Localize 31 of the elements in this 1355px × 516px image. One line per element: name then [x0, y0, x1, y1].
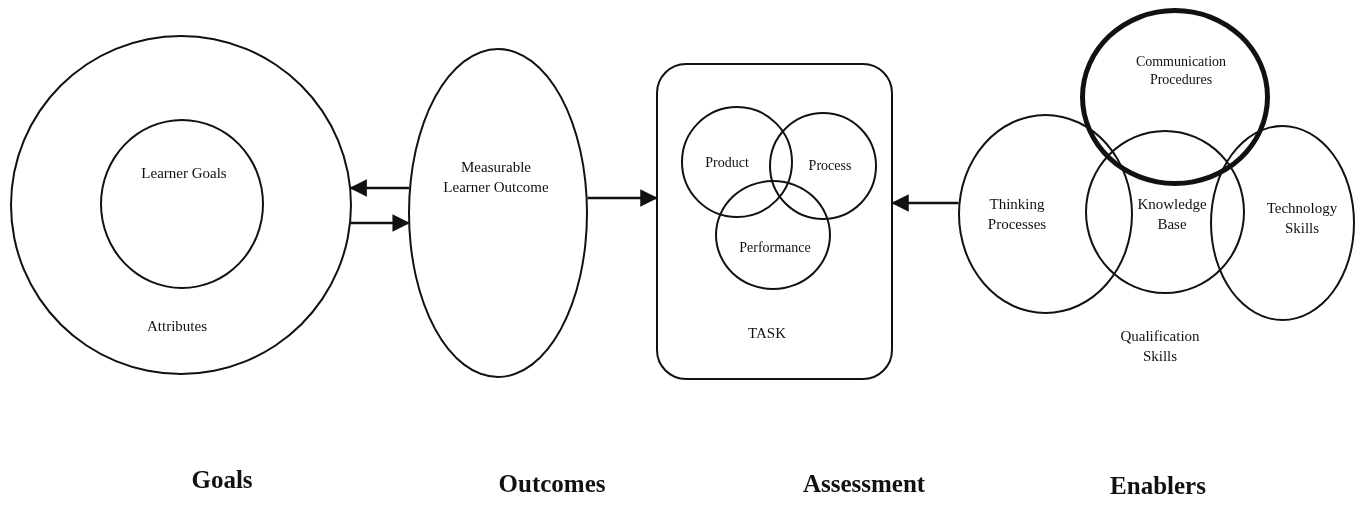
- label: Qualification Skills: [1119, 326, 1201, 365]
- node-label: Thinking Processes: [986, 194, 1048, 233]
- venn-circle: [958, 114, 1133, 314]
- venn-circle: [1085, 130, 1245, 294]
- node-label: Product: [704, 153, 750, 172]
- arrow: [891, 194, 959, 212]
- venn-circle: [681, 106, 793, 218]
- venn-circle: [715, 180, 831, 290]
- rounded-box: [656, 63, 893, 380]
- venn-circle: [769, 112, 877, 220]
- section-heading: Assessment: [802, 468, 926, 499]
- section-heading: Enablers: [1110, 470, 1206, 501]
- arrow: [349, 179, 410, 197]
- node-label: TASK: [747, 324, 787, 344]
- node-label: Communication Procedures: [1134, 52, 1228, 89]
- venn-circle: [1210, 125, 1355, 321]
- node-label: Attributes: [146, 317, 208, 337]
- venn-circle: [1080, 8, 1270, 186]
- outer-circle: [10, 35, 352, 375]
- arrow: [351, 214, 410, 232]
- ellipse: [408, 48, 588, 378]
- node-label: Performance: [738, 238, 812, 257]
- node-label: Knowledge Base: [1136, 194, 1208, 233]
- section-heading: Goals: [191, 464, 253, 495]
- node-label: Learner Goals: [140, 164, 228, 184]
- node-label: Measurable Learner Outcome: [442, 157, 550, 196]
- node-label: Technology Skills: [1265, 198, 1339, 237]
- arrow: [587, 189, 658, 207]
- inner-circle: [100, 119, 264, 289]
- section-heading: Outcomes: [498, 468, 606, 499]
- node-label: Process: [807, 156, 853, 175]
